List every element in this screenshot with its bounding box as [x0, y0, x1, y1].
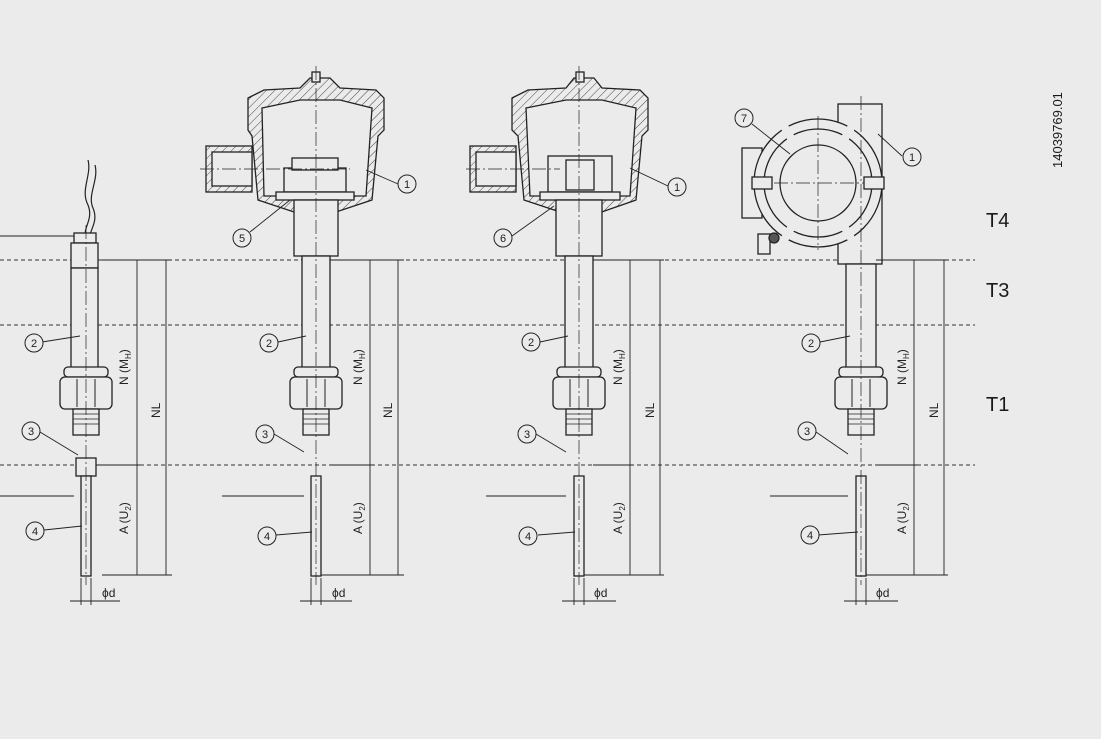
dimension-labels: N (MH) NL A (U2) ϕd N (MH) NL A (U2) ϕd … — [102, 349, 941, 600]
dim-n-sensor-4: N (MH) — [895, 349, 911, 385]
callout-1-sensor-4: 1 — [902, 147, 922, 167]
svg-text:1: 1 — [674, 182, 680, 194]
dims-sensor-3 — [486, 259, 664, 605]
dim-nl-sensor-2: NL — [381, 402, 395, 418]
callout-3-sensor-2: 3 — [255, 424, 275, 444]
callout-leaders — [39, 123, 903, 536]
document-number: 14039769.01 — [1050, 92, 1065, 168]
callout-3-sensor-1: 3 — [21, 421, 41, 441]
svg-text:7: 7 — [741, 113, 747, 125]
callout-2-sensor-3: 2 — [521, 332, 541, 352]
svg-text:2: 2 — [808, 338, 814, 350]
dim-n-sensor-2: N (MH) — [351, 349, 367, 385]
dim-a-sensor-2: A (U2) — [351, 502, 367, 534]
sensor-head-version-b — [466, 66, 649, 585]
callout-4-sensor-4: 4 — [800, 525, 820, 545]
dim-a-sensor-4: A (U2) — [895, 502, 911, 534]
svg-text:2: 2 — [266, 338, 272, 350]
sensor-round-head-version — [741, 96, 888, 585]
svg-text:1: 1 — [909, 152, 915, 164]
callout-3-sensor-4: 3 — [797, 421, 817, 441]
zone-label-t1: T1 — [986, 394, 1010, 416]
callout-1-sensor-2: 1 — [397, 174, 417, 194]
dims-sensor-2 — [222, 259, 404, 605]
dim-nl-sensor-1: NL — [149, 402, 163, 418]
sensor-head-version-a — [200, 66, 385, 585]
dim-nl-sensor-4: NL — [927, 402, 941, 418]
callout-4-sensor-1: 4 — [25, 521, 45, 541]
zone-boundaries — [0, 259, 975, 466]
zone-label-t3: T3 — [986, 280, 1010, 302]
dim-a-sensor-1: A (U2) — [117, 502, 133, 534]
callouts: 2 3 4 1 5 2 3 4 1 6 2 3 4 7 1 2 3 4 — [21, 108, 922, 546]
svg-text:3: 3 — [28, 426, 34, 438]
dim-n-sensor-1: N (MH) — [117, 349, 133, 385]
svg-text:6: 6 — [500, 233, 506, 245]
callout-2-sensor-4: 2 — [801, 333, 821, 353]
dim-d-sensor-2: ϕd — [332, 586, 345, 600]
dim-n-sensor-3: N (MH) — [611, 349, 627, 385]
dims-sensor-4 — [770, 259, 948, 605]
svg-text:1: 1 — [404, 179, 410, 191]
svg-text:3: 3 — [524, 429, 530, 441]
dim-d-sensor-3: ϕd — [594, 586, 607, 600]
callout-3-sensor-3: 3 — [517, 424, 537, 444]
dim-d-sensor-1: ϕd — [102, 586, 115, 600]
callout-2-sensor-2: 2 — [259, 333, 279, 353]
callout-4-sensor-3: 4 — [518, 526, 538, 546]
svg-text:4: 4 — [264, 531, 270, 543]
callout-2-sensor-1: 2 — [24, 333, 44, 353]
svg-text:4: 4 — [32, 526, 38, 538]
svg-text:5: 5 — [239, 233, 245, 245]
dim-nl-sensor-3: NL — [643, 402, 657, 418]
callout-7-sensor-4: 7 — [734, 108, 754, 128]
dim-d-sensor-4: ϕd — [876, 586, 889, 600]
callout-4-sensor-2: 4 — [257, 526, 277, 546]
svg-text:3: 3 — [262, 429, 268, 441]
svg-text:4: 4 — [525, 531, 531, 543]
svg-text:2: 2 — [31, 338, 37, 350]
sensor-cable-version — [0, 159, 113, 585]
callout-1-sensor-3: 1 — [667, 177, 687, 197]
dim-a-sensor-3: A (U2) — [611, 502, 627, 534]
zone-label-t4: T4 — [986, 210, 1010, 232]
callout-5-sensor-2: 5 — [232, 228, 252, 248]
svg-text:2: 2 — [528, 337, 534, 349]
svg-text:3: 3 — [804, 426, 810, 438]
callout-6-sensor-3: 6 — [493, 228, 513, 248]
svg-text:4: 4 — [807, 530, 813, 542]
dims-sensor-1 — [0, 259, 172, 605]
